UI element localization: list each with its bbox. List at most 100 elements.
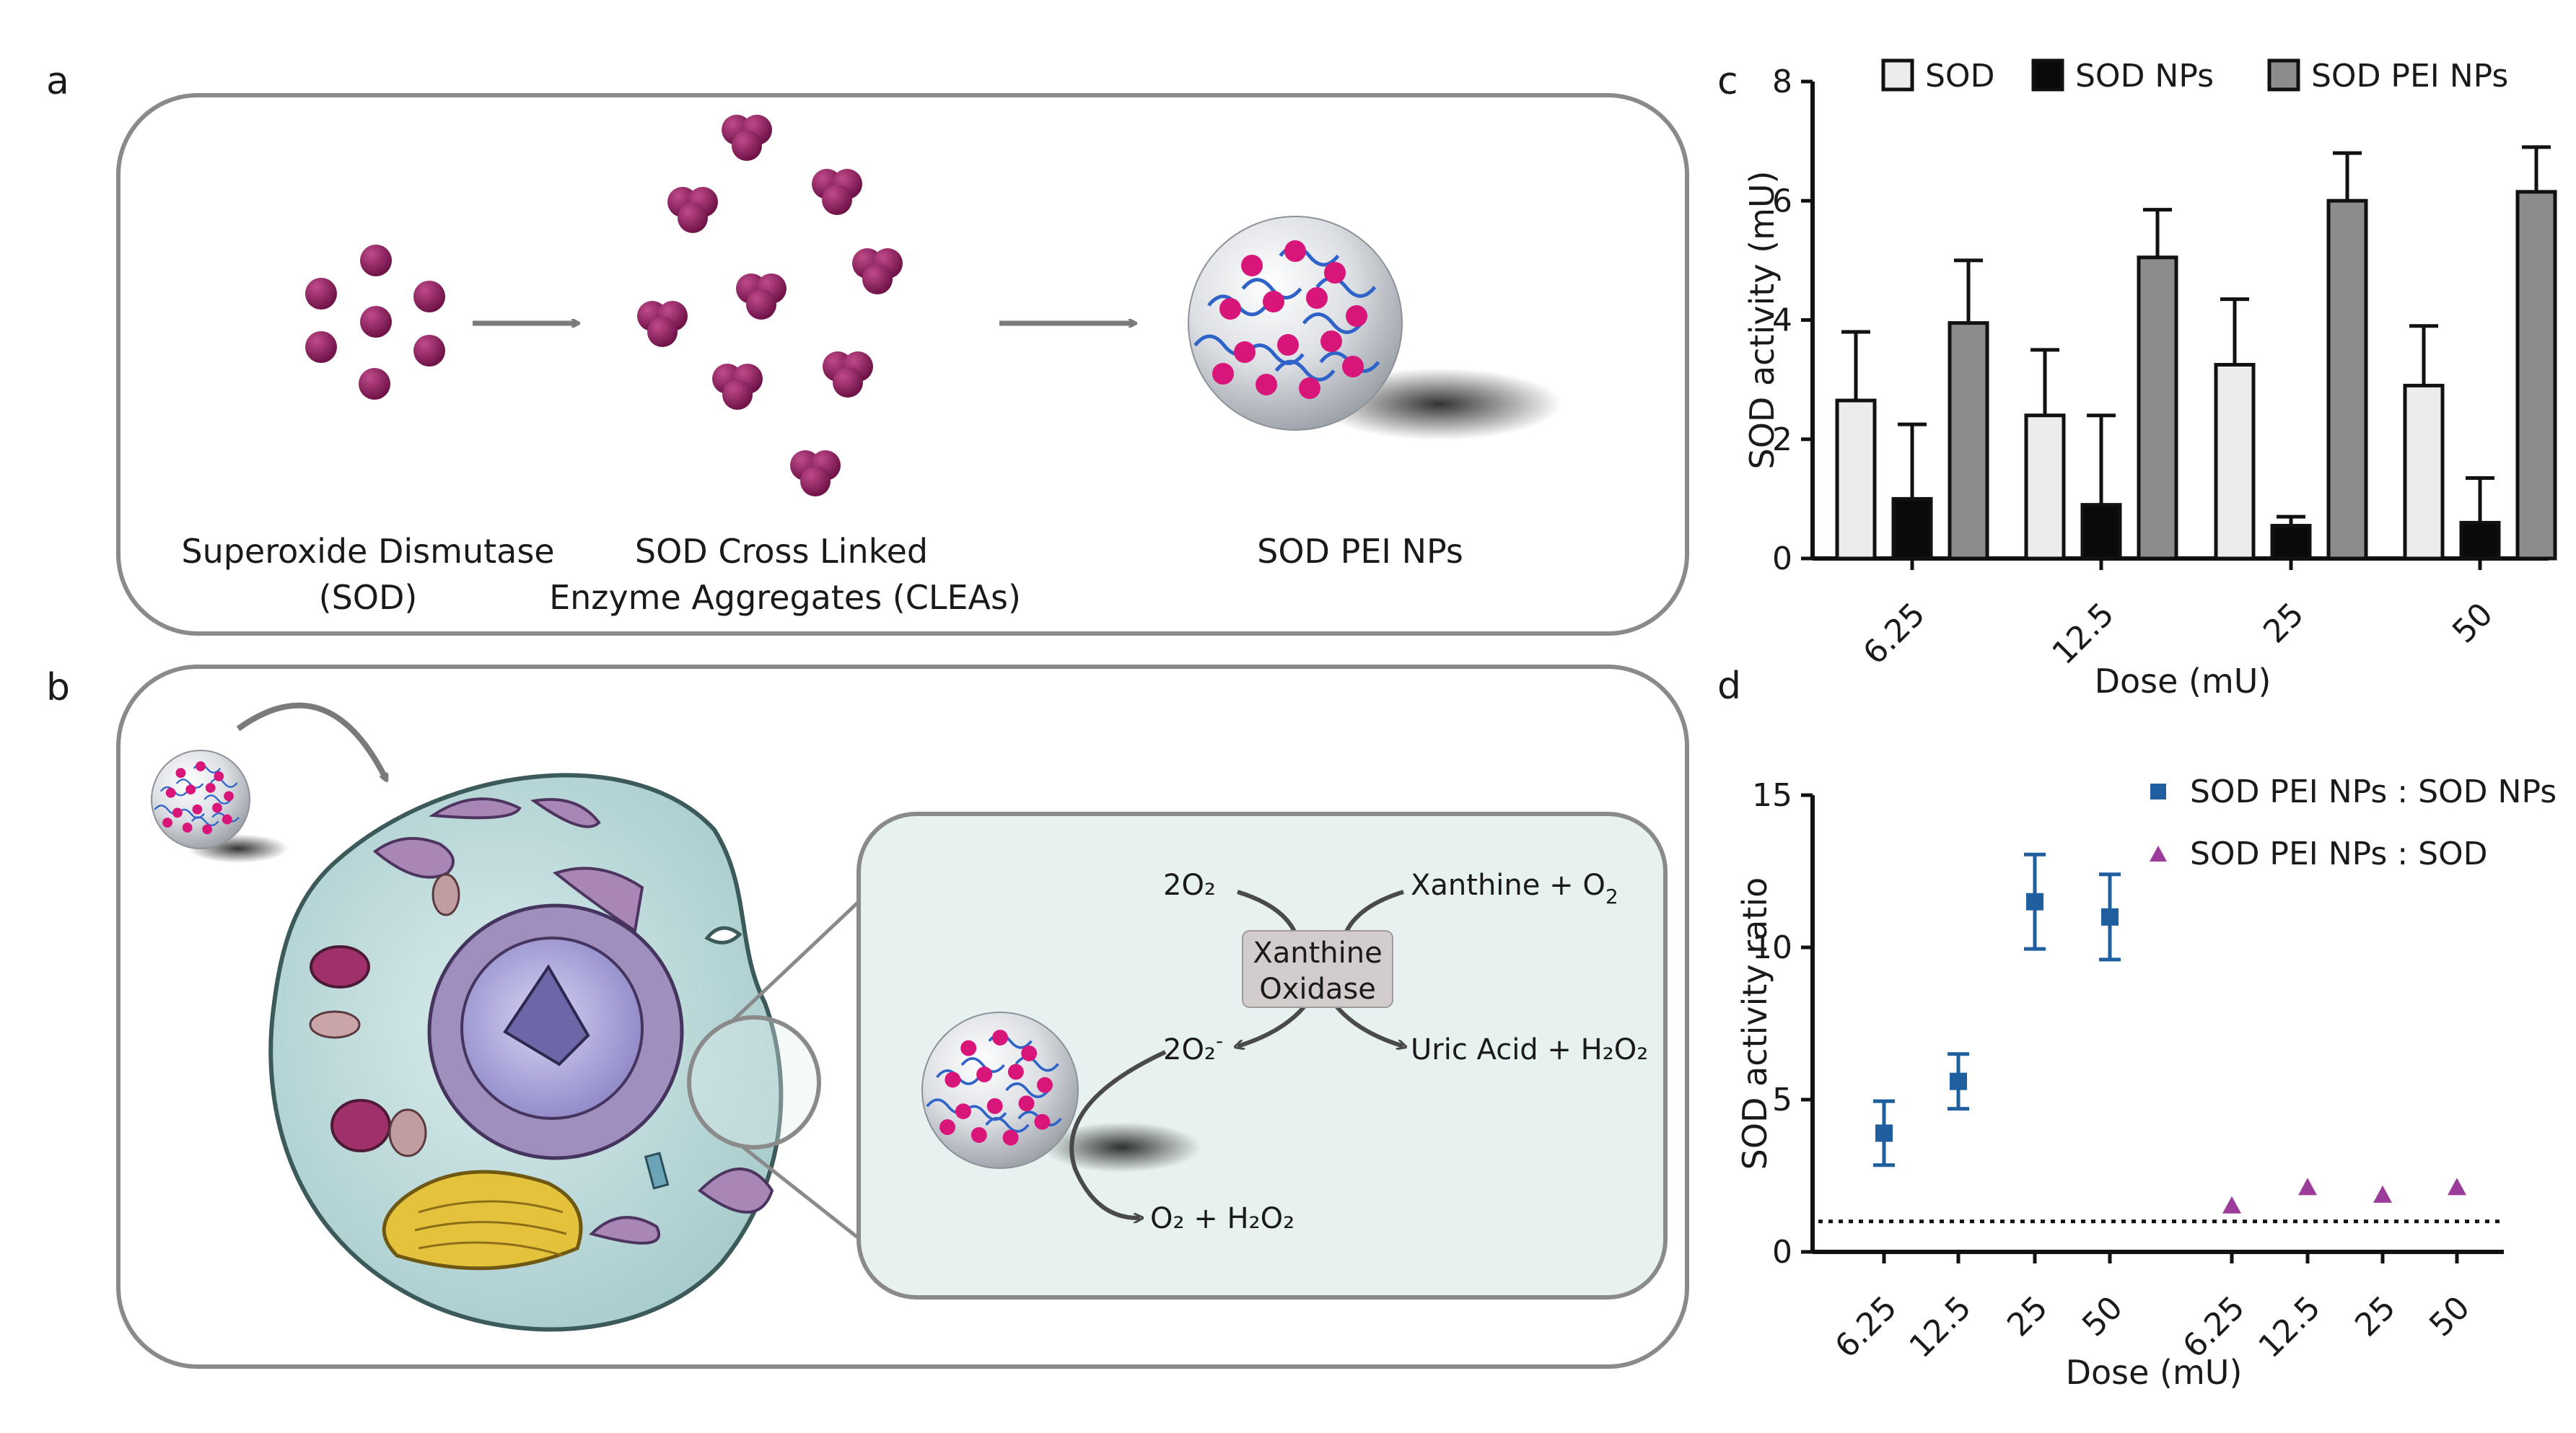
legend-swatch-square (2150, 784, 2166, 799)
y-tick-label: 0 (1772, 1234, 1792, 1271)
free-enzymes-cluster (305, 245, 445, 400)
enzyme-dot (1034, 1113, 1051, 1130)
y-tick-label: 6 (1772, 183, 1792, 219)
polymer-strand (1015, 1056, 1059, 1072)
clea-label-line1: SOD Cross Linked (635, 532, 928, 571)
x-tick-label: 6.25 (1856, 596, 1932, 672)
xanthine-oxidase-box (1242, 930, 1393, 1008)
polymer-strand (1302, 312, 1363, 334)
x-tick-label: 12.5 (1902, 1289, 1978, 1365)
y-axis-label: SOD activity ratio (1735, 877, 1774, 1170)
enzyme-dot (939, 1119, 955, 1136)
enzyme-dot (955, 1103, 971, 1120)
y-tick-label: 8 (1772, 63, 1792, 100)
enzyme-dot (1320, 330, 1342, 352)
clea-aggregate (667, 187, 718, 233)
zoom-line-top (731, 897, 864, 1022)
bar-sod-nps (2080, 503, 2122, 561)
legend-swatch (2267, 58, 2300, 92)
bar-sod (2024, 413, 2066, 561)
panel-label-d: d (1717, 665, 1741, 708)
x-tick-label: 25 (2348, 1289, 2403, 1344)
data-point-square (1875, 1124, 1893, 1142)
enzyme-dot (992, 1030, 1008, 1046)
reaction-arc-bottom-right (1333, 1003, 1403, 1046)
y-tick-label: 5 (1772, 1082, 1792, 1118)
enzyme-dot (945, 1072, 961, 1088)
enzyme-dot (960, 1040, 977, 1056)
reactant-superoxide: 2O₂ (1163, 869, 1216, 902)
cell-illustration (268, 773, 784, 1332)
product-uric-acid: Uric Acid + H₂O₂ (1411, 1033, 1648, 1066)
sod-label-line2: (SOD) (319, 578, 418, 617)
clea-label-line2: Enzyme Aggregates (CLEAs) (549, 578, 1021, 617)
data-point-triangle (2373, 1185, 2392, 1203)
reaction-inset (857, 812, 1668, 1300)
legend-label: SOD PEI NPs : SOD (2190, 836, 2488, 872)
enzyme-dot (976, 1066, 993, 1083)
bar-sod-nps (1891, 496, 1933, 561)
enzyme-dot (205, 783, 216, 793)
bar-sod-pei-nps (2137, 255, 2178, 561)
polymer-strand (203, 794, 232, 805)
bar-sod-nps (2459, 520, 2501, 561)
polymer-strand (1005, 1082, 1050, 1098)
enzyme-dot (1284, 240, 1306, 262)
clea-aggregate (823, 351, 873, 398)
y-tick-label: 2 (1772, 421, 1792, 458)
clea-enzyme (746, 289, 776, 320)
enzyme-dot (1018, 1095, 1035, 1112)
enzyme-dot (1306, 287, 1328, 309)
enzyme-dot (192, 804, 203, 815)
x-tick-label: 25 (2000, 1289, 2055, 1344)
polymer-strand (210, 778, 238, 788)
enzyme-dot (1212, 363, 1234, 385)
legend-label: SOD PEI NPs : SOD NPs (2190, 774, 2557, 810)
bar-sod-pei-nps (1948, 321, 1989, 561)
y-tick-label: 4 (1772, 302, 1792, 339)
legend-label: SOD NPs (2075, 58, 2214, 95)
data-point-square (2026, 893, 2043, 911)
enzyme-dot (1299, 377, 1320, 399)
bar-sod (2403, 383, 2445, 561)
bar-sod-nps (2270, 524, 2312, 561)
clea-aggregates (637, 115, 903, 496)
polymer-strand (175, 779, 204, 789)
data-point-triangle (2448, 1178, 2466, 1196)
inset-nanoparticle (921, 1012, 1201, 1173)
enzyme-dot (1241, 255, 1263, 276)
enzyme-dot (1234, 341, 1256, 363)
clea-enzyme (722, 380, 753, 410)
clea-enzyme (822, 185, 852, 215)
enzyme-dot (196, 761, 206, 771)
reaction-arc-bottom-left (1237, 1003, 1308, 1046)
data-point-square (2101, 908, 2119, 926)
legend-swatch (2031, 58, 2064, 92)
enzyme-dot (162, 818, 172, 828)
panel-label-c: c (1717, 60, 1738, 103)
clea-aggregate (722, 115, 772, 161)
x-tick-label: 12.5 (2045, 596, 2121, 672)
y-tick-label: 0 (1772, 540, 1792, 577)
panel-label-b: b (46, 666, 70, 709)
enzyme-dot (1324, 262, 1346, 284)
x-tick-label: 12.5 (2251, 1289, 2327, 1365)
y-axis-label: SOD activity (mU) (1743, 171, 1782, 470)
clea-aggregate (712, 364, 763, 410)
enzyme-dot (182, 823, 193, 833)
enzyme-dot (175, 768, 186, 779)
x-axis-label: Dose (mU) (2095, 662, 2271, 701)
enzyme-dot (1277, 334, 1299, 356)
enzyme-dot (1021, 1045, 1038, 1061)
x-tick-label: 6.25 (1828, 1289, 1903, 1365)
enzyme-dot (1007, 1064, 1024, 1080)
clea-enzyme (647, 317, 678, 347)
polymer-strand (1315, 276, 1377, 298)
enzyme-dot (1219, 298, 1241, 320)
enzyme-dot (1256, 374, 1277, 395)
enzyme-dot (986, 1097, 1003, 1114)
enzyme-dot (165, 787, 176, 798)
sod-label-line1: Superoxide Dismutase (181, 532, 554, 571)
